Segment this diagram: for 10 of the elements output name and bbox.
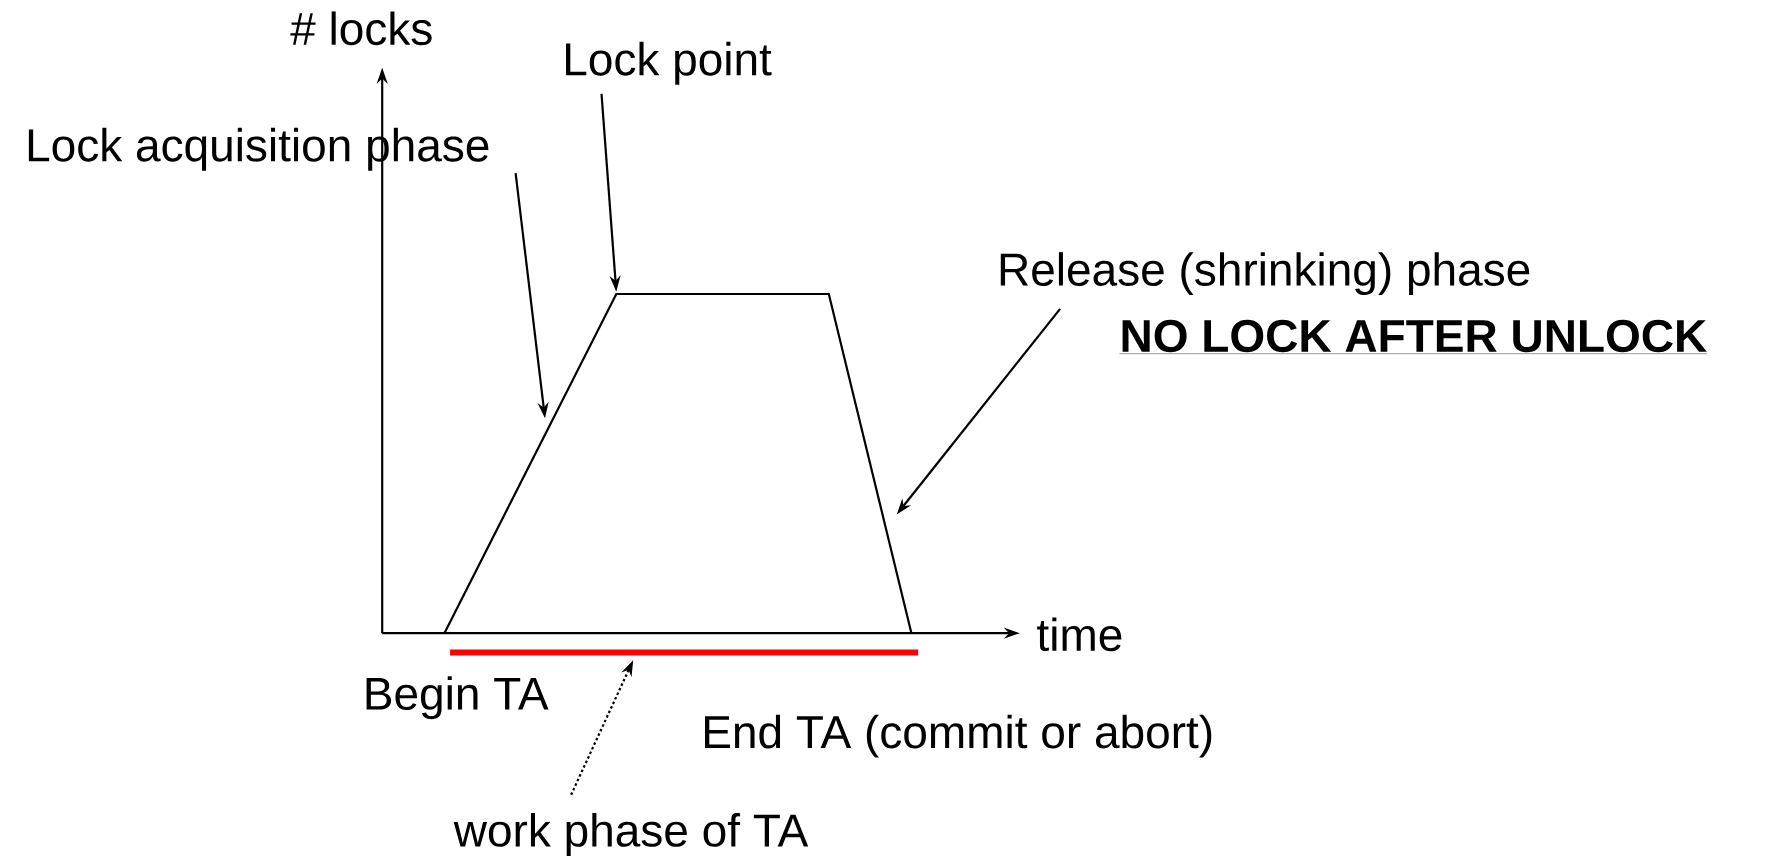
axis-label: # locks (290, 11, 432, 46)
phase-label: work phase of TA (453, 813, 809, 856)
rule-note: NO LOCK AFTER UNLOCK (1119, 319, 1708, 354)
work-phase-bar (450, 649, 919, 656)
event-label: Begin TA (366, 676, 549, 720)
axis-label: time (1037, 617, 1122, 652)
point-label: Lock point (566, 41, 772, 85)
event-label: End TA (commit or abort) (705, 714, 1212, 758)
phase-label: Release (shrinking) phase (1000, 252, 1530, 296)
lock-curve (443, 292, 913, 634)
